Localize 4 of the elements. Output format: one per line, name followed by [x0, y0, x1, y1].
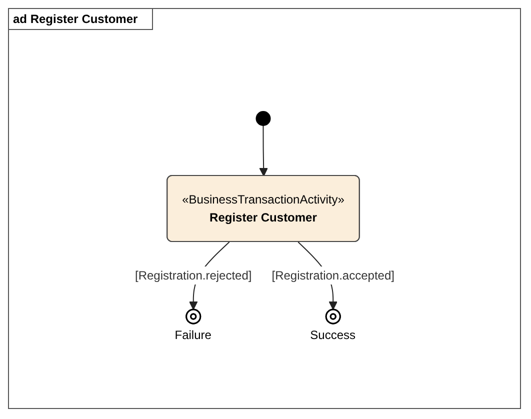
node-caption: Success [310, 328, 356, 342]
node-caption: Failure [174, 328, 212, 342]
frame-title: ad Register Customer [9, 9, 153, 30]
activity-box: «BusinessTransactionActivity» Register Customer [166, 175, 360, 242]
